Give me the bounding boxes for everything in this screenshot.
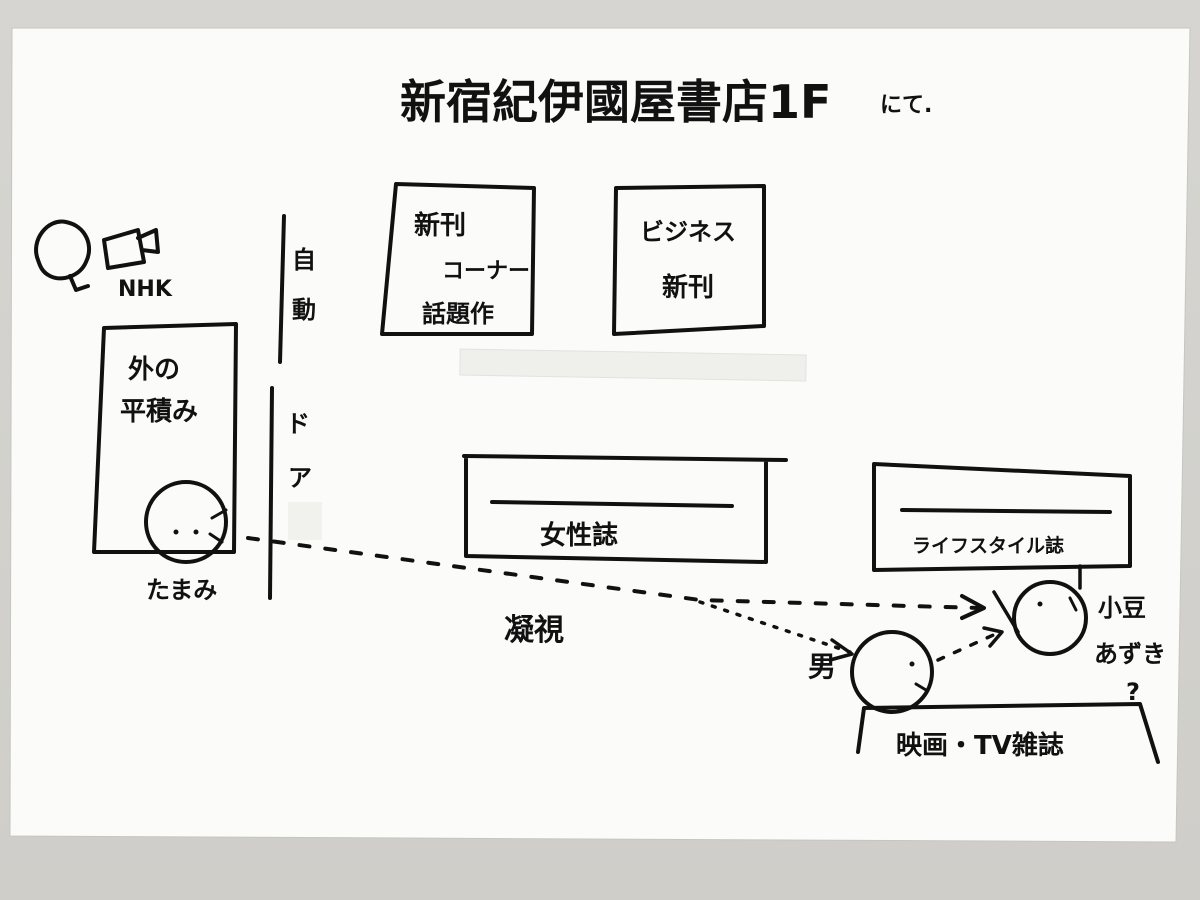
gaze-arrowhead [960, 594, 986, 620]
man-head [850, 630, 934, 714]
man-look-path [936, 630, 1002, 662]
new-release-label-3: 話題作 [422, 300, 494, 328]
lifestyle-magazines-label: ライフスタイル誌 [912, 534, 1064, 557]
camera-operator-neck [68, 274, 90, 292]
man-figure [850, 630, 934, 714]
door-label-katakana-a: ア [288, 464, 312, 492]
new-release-label-2: コーナー [442, 259, 530, 284]
azuki-label-2: あずき [1094, 640, 1166, 668]
paper-sheet [9, 27, 1191, 843]
womens-magazines-shelf [462, 454, 788, 564]
door-lower-wall [268, 386, 274, 600]
camera-operator [34, 219, 160, 292]
camera-operator-head [34, 219, 92, 281]
camera-icon [102, 228, 160, 270]
gaze-label: 凝視 [504, 613, 564, 648]
man-path [698, 600, 852, 654]
business-label-1: ビジネス [640, 218, 736, 246]
tamami-figure [144, 480, 228, 564]
tape-strip [459, 348, 807, 382]
door-label-katakana-do: ド [286, 410, 310, 438]
man-look-arrowhead [982, 626, 1004, 648]
lifestyle-magazines-shelf [872, 462, 1132, 572]
azuki-label-3: ? [1126, 678, 1140, 706]
business-shelf [612, 184, 766, 336]
womens-magazines-divider [490, 500, 734, 508]
man-path-arrowhead [828, 638, 854, 662]
door-label-do: 動 [292, 296, 316, 324]
tamami-label: たまみ [146, 576, 217, 604]
outside-shelf-label-1: 外の [128, 355, 180, 385]
door-upper-wall [278, 214, 286, 364]
new-release-shelf [380, 182, 536, 336]
man-label: 男 [808, 650, 836, 683]
film-tv-magazines-label: 映画・TV雑誌 [896, 730, 1064, 761]
business-label-2: 新刊 [662, 272, 714, 303]
new-release-label-1: 新刊 [414, 210, 466, 241]
sketch-title-suffix: にて. [880, 93, 932, 118]
azuki-head [1012, 580, 1088, 656]
sketch-title: 新宿紀伊國屋書店1F [400, 75, 831, 129]
lifestyle-magazines-divider [900, 508, 1112, 514]
azuki-figure [992, 564, 1088, 656]
womens-magazines-label: 女性誌 [540, 520, 618, 551]
azuki-label-1: 小豆 [1098, 594, 1146, 622]
door-label-ji: 自 [292, 246, 316, 274]
film-tv-magazines-shelf [856, 702, 1160, 764]
tamami-head [144, 480, 228, 564]
tape-small [288, 502, 322, 540]
outside-shelf-label-2: 平積み [120, 397, 198, 427]
outside-shelf-box [92, 322, 238, 554]
camera-label: NHK [118, 277, 173, 302]
